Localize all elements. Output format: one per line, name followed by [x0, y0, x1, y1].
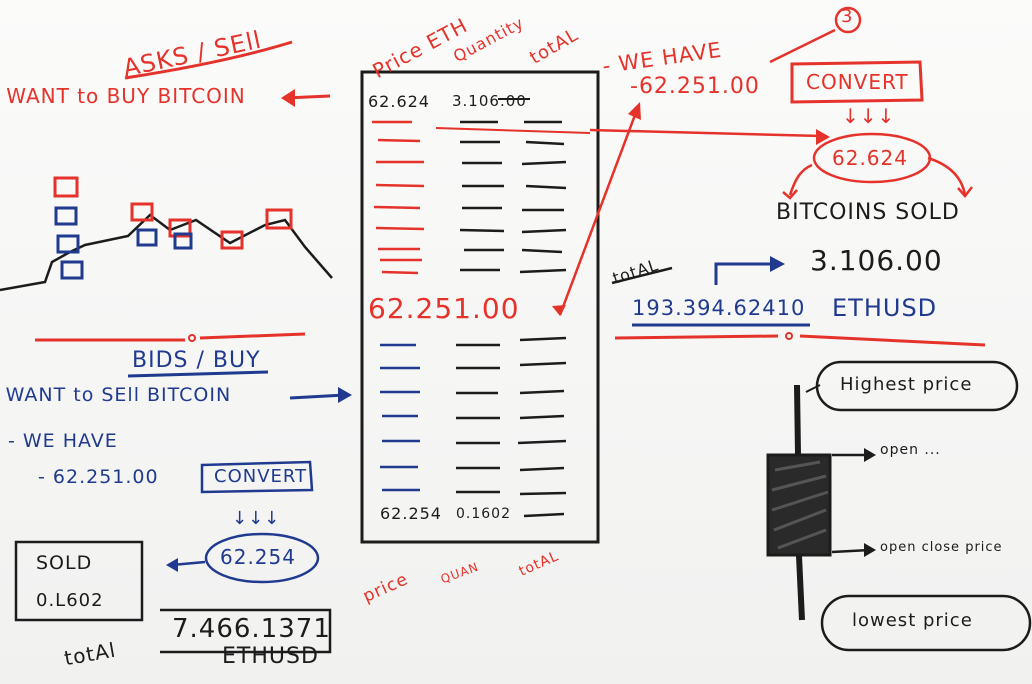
- right-qty-arrow: [714, 262, 775, 285]
- book-bottom-price: 62.254: [380, 504, 442, 523]
- marker-circle: [834, 6, 862, 34]
- left-convert-label: CONVERT: [214, 466, 308, 487]
- highest-bubble: [815, 360, 1019, 412]
- right-price-value: 62.624: [832, 146, 908, 170]
- bids-arrow: [289, 393, 346, 400]
- order-book-box: [360, 70, 600, 544]
- candlestick: [766, 384, 832, 621]
- candle-lowest-label: lowest price: [852, 610, 973, 631]
- right-quantity-value: 3.106.00: [810, 244, 943, 277]
- left-sold-value: 0.L602: [36, 590, 104, 611]
- bids-caption: I WANT to SEll BITCOIN: [0, 384, 232, 406]
- book-top-quantity: 3.106.00: [452, 92, 527, 110]
- asks-rows: [372, 120, 591, 275]
- bids-underline: [127, 370, 269, 378]
- book-mid-price: 62.251.00: [368, 292, 520, 325]
- mini-chart-line: [0, 213, 333, 292]
- right-total-value: 193.394.62410: [632, 296, 806, 320]
- left-price-ellipse: [204, 532, 320, 584]
- candle-highest-label: Highest price: [840, 374, 973, 395]
- right-we-have-value: -62.251.00: [630, 74, 760, 99]
- left-we-have-label: - WE HAVE: [8, 430, 118, 452]
- right-sold-label: BITCOINS SOLD: [776, 200, 960, 225]
- left-total-box: [160, 608, 332, 654]
- right-convert-box: [790, 60, 924, 104]
- right-convert-arrows: ↓↓↓: [842, 104, 896, 128]
- candle-open-label: open ...: [880, 442, 941, 458]
- right-total-unit: ETHUSD: [832, 294, 938, 322]
- left-spread-line: [35, 332, 306, 342]
- right-convert-label: CONVERT: [806, 70, 909, 94]
- asks-caption: I WANT to BUY BITCOIN: [0, 84, 246, 108]
- asks-underline: [124, 40, 293, 80]
- left-sold-box: [14, 540, 144, 622]
- book-bottom-quantity: 0.1602: [456, 506, 511, 522]
- left-price-value: 62.254: [220, 545, 296, 569]
- left-sold-label: SOLD: [36, 552, 93, 574]
- bids-rows: [380, 336, 567, 518]
- lowest-bubble: [820, 594, 1032, 652]
- left-convert-arrows: ↓↓↓: [232, 508, 281, 529]
- book-cross-arrow: [558, 114, 637, 316]
- bids-heading: BIDS / BUY: [132, 348, 261, 373]
- book-top-price: 62.624: [368, 92, 430, 111]
- right-marker: 3: [841, 6, 854, 27]
- left-we-have-value: - 62.251.00: [38, 466, 159, 488]
- left-total-value: 7.466.1371: [172, 614, 331, 644]
- left-convert-box: [200, 460, 314, 494]
- candle-open-close-label: open close price: [880, 540, 1003, 555]
- left-total-unit: ETHUSD: [222, 644, 319, 669]
